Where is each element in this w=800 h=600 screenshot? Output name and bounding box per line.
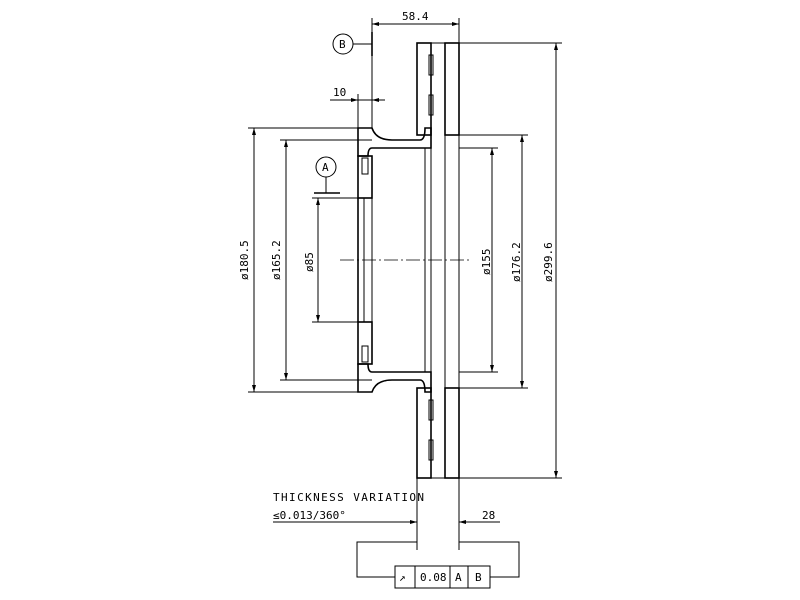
bolt-hole-upper [361, 157, 369, 175]
runout-symbol-icon: ↗ [399, 571, 406, 584]
hub-face-lower [357, 321, 373, 365]
vent-holes [428, 54, 434, 461]
outboard-plate-lower [444, 387, 460, 479]
dim-10: 10 [330, 86, 385, 128]
dim-58-4-label: 58.4 [402, 10, 429, 23]
dim-28-label: 28 [482, 509, 495, 522]
dim-dia-155: ø155 [459, 147, 498, 373]
fcf-tolerance: 0.08 [420, 571, 447, 584]
tolerance-label: ≤0.013/360° [273, 509, 346, 522]
dia-299-6-label: ø299.6 [542, 242, 555, 282]
datum-a: A [314, 156, 340, 194]
hub-face-upper [357, 155, 373, 199]
dim-10-label: 10 [333, 86, 346, 99]
thickness-variation-label: THICKNESS VARIATION [273, 491, 425, 504]
dia-155-label: ø155 [480, 249, 493, 276]
fcf-datum-a: A [455, 571, 462, 584]
thickness-note: THICKNESS VARIATION ≤0.013/360° [273, 491, 425, 524]
datum-b-label: B [339, 38, 346, 51]
feature-control-frame: ↗ 0.08 A B [356, 541, 520, 589]
dim-58-4: 58.4 [371, 10, 460, 128]
datum-a-label: A [322, 161, 329, 174]
dia-165-2-label: ø165.2 [270, 240, 283, 280]
dia-180-5-label: ø180.5 [238, 240, 251, 280]
dim-28: 28 [416, 478, 500, 550]
bolt-hole-lower [361, 345, 369, 363]
hat-lower [357, 363, 432, 393]
dim-dia-176-2: ø176.2 [459, 134, 528, 389]
inboard-plate-lower [416, 387, 432, 479]
datum-b: B [332, 32, 373, 56]
dim-dia-299-6: ø299.6 [459, 42, 562, 479]
fcf-datum-b: B [475, 571, 482, 584]
disc-section [357, 42, 460, 479]
dim-dia-180-5: ø180.5 [238, 127, 358, 393]
hat-upper [357, 127, 432, 157]
dim-dia-85: ø85 [303, 197, 358, 323]
dia-176-2-label: ø176.2 [510, 242, 523, 282]
outboard-plate-upper [444, 42, 460, 136]
dia-85-label: ø85 [303, 252, 316, 272]
dim-dia-165-2: ø165.2 [270, 139, 372, 381]
